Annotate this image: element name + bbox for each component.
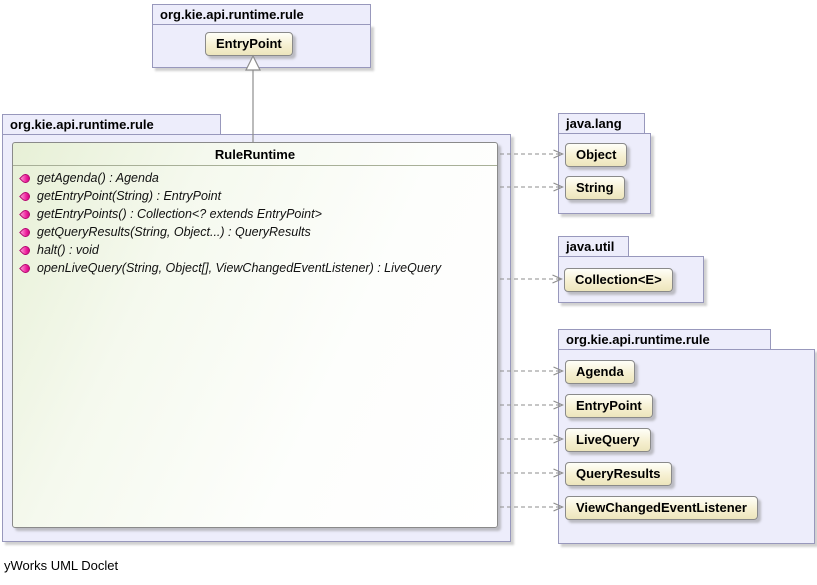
package-tab-java-util[interactable]: java.util [558, 236, 629, 257]
method-icon [19, 261, 32, 275]
method-icon [19, 189, 32, 203]
package-tab-right-rule[interactable]: org.kie.api.runtime.rule [558, 329, 771, 350]
class-box-entrypoint-right[interactable]: EntryPoint [565, 394, 653, 418]
method-list: getAgenda() : Agenda getEntryPoint(Strin… [13, 166, 497, 277]
class-box-object[interactable]: Object [565, 143, 628, 167]
method-row-getentrypoint[interactable]: getEntryPoint(String) : EntryPoint [13, 187, 497, 205]
method-row-halt[interactable]: halt() : void [13, 241, 497, 259]
class-box-entrypoint-top[interactable]: EntryPoint [205, 32, 293, 56]
method-row-getentrypoints[interactable]: getEntryPoints() : Collection<? extends … [13, 205, 497, 223]
class-box-agenda[interactable]: Agenda [565, 360, 635, 384]
class-box-ruleruntime[interactable]: RuleRuntime getAgenda() : Agenda getEntr… [12, 142, 498, 528]
class-box-string[interactable]: String [565, 176, 625, 200]
method-icon [19, 243, 32, 257]
method-row-getqueryresults[interactable]: getQueryResults(String, Object...) : Que… [13, 223, 497, 241]
class-box-viewchangedeventlistener[interactable]: ViewChangedEventListener [565, 496, 758, 520]
footer-yworks-link[interactable]: yWorks UML Doclet [4, 558, 119, 573]
ruleruntime-title[interactable]: RuleRuntime [13, 143, 497, 166]
package-tab-top-rule[interactable]: org.kie.api.runtime.rule [152, 4, 371, 25]
class-box-collection[interactable]: Collection<E> [564, 268, 673, 292]
method-icon [19, 207, 32, 221]
method-label: getEntryPoints() : Collection<? extends … [37, 207, 322, 221]
package-tab-main-rule[interactable]: org.kie.api.runtime.rule [2, 114, 221, 135]
class-box-queryresults[interactable]: QueryResults [565, 462, 672, 486]
generalization-arrow [245, 54, 261, 142]
method-row-openlivequery[interactable]: openLiveQuery(String, Object[], ViewChan… [13, 259, 497, 277]
method-label: openLiveQuery(String, Object[], ViewChan… [37, 261, 442, 275]
method-row-getagenda[interactable]: getAgenda() : Agenda [13, 169, 497, 187]
package-tab-java-lang[interactable]: java.lang [558, 113, 645, 134]
method-label: getAgenda() : Agenda [37, 171, 159, 185]
method-label: getQueryResults(String, Object...) : Que… [37, 225, 311, 239]
method-label: halt() : void [37, 243, 99, 257]
class-box-livequery[interactable]: LiveQuery [565, 428, 651, 452]
method-icon [19, 225, 32, 239]
method-icon [19, 171, 32, 185]
method-label: getEntryPoint(String) : EntryPoint [37, 189, 222, 203]
